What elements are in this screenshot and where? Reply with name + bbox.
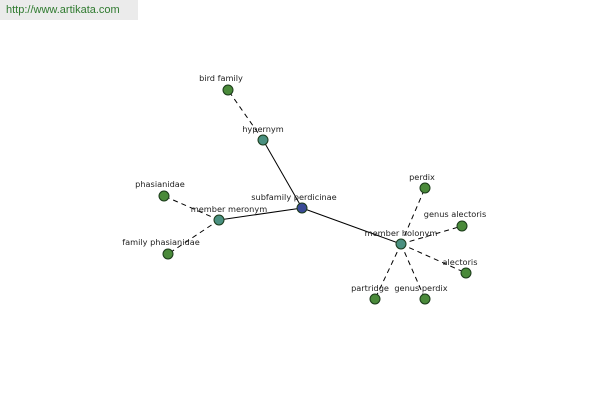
node-alectoris[interactable] [460, 267, 472, 279]
node-label-perdix[interactable]: perdix [409, 172, 435, 182]
node-hypernym[interactable] [257, 134, 269, 146]
node-genus-alectoris[interactable] [456, 220, 468, 232]
node-label-genus-alectoris[interactable]: genus alectoris [424, 209, 486, 219]
node-label-genus-perdix[interactable]: genus perdix [394, 283, 447, 293]
graph-edges [163, 89, 467, 300]
node-label-bird-family[interactable]: bird family [199, 73, 243, 83]
edge-holonym-alectoris [400, 243, 467, 274]
graph-nodes [158, 84, 472, 305]
edge-holonym-genus_alectoris [400, 225, 463, 245]
edge-center-holonym [301, 207, 402, 245]
edge-meronym-phasianidae [163, 195, 220, 221]
edge-holonym-perdix [400, 187, 426, 245]
node-family-phasianidae[interactable] [162, 248, 174, 260]
node-label-phasianidae[interactable]: phasianidae [135, 179, 185, 189]
node-label-alectoris[interactable]: alectoris [443, 257, 478, 267]
edge-holonym-partridge [374, 243, 402, 300]
edge-hypernym-bird_family [227, 89, 264, 141]
node-bird-family[interactable] [222, 84, 234, 96]
node-label-center[interactable]: subfamily perdicinae [251, 192, 336, 202]
node-perdix[interactable] [419, 182, 431, 194]
node-meronym[interactable] [213, 214, 225, 226]
graph-labels: subfamily perdicinae hypernym member meron… [122, 73, 486, 293]
node-label-partridge[interactable]: partridge [351, 283, 389, 293]
edge-holonym-genus_perdix [400, 243, 426, 300]
node-center[interactable] [296, 202, 308, 214]
node-label-holonym[interactable]: member holonym [365, 228, 438, 238]
edge-meronym-family_phasianidae [167, 219, 220, 255]
edge-center-meronym [218, 207, 303, 221]
node-partridge[interactable] [369, 293, 381, 305]
edge-center-hypernym [262, 139, 303, 209]
node-label-hypernym[interactable]: hypernym [242, 124, 284, 134]
node-phasianidae[interactable] [158, 190, 170, 202]
node-holonym[interactable] [395, 238, 407, 250]
site-url[interactable]: http://www.artikata.com [6, 4, 120, 16]
node-genus-perdix[interactable] [419, 293, 431, 305]
node-label-meronym[interactable]: member meronym [191, 204, 267, 214]
url-bar: http://www.artikata.com [0, 0, 138, 20]
node-label-family-phasianidae[interactable]: family phasianidae [122, 237, 200, 247]
